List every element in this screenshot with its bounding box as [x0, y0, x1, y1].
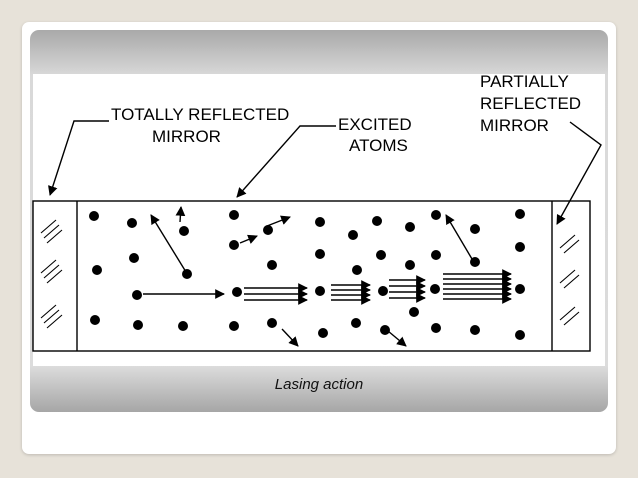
atom: [315, 249, 325, 259]
atom: [92, 265, 102, 275]
atom: [378, 286, 388, 296]
atom: [515, 242, 525, 252]
atom: [229, 321, 239, 331]
atom: [127, 218, 137, 228]
atom: [515, 209, 525, 219]
leader-arrow-partial-mirror: [556, 121, 602, 225]
atom: [409, 307, 419, 317]
atoms: [89, 209, 525, 340]
photon-arrow: [266, 215, 291, 227]
atom: [430, 284, 440, 294]
atom: [133, 320, 143, 330]
leader-lines: [48, 120, 602, 225]
atom: [318, 328, 328, 338]
photon-arrow: [445, 214, 473, 260]
atom: [431, 210, 441, 220]
leader-arrow-total-mirror: [48, 120, 109, 196]
atom: [405, 222, 415, 232]
atom: [431, 323, 441, 333]
left-mirror-hatching: [40, 219, 63, 329]
atom: [179, 226, 189, 236]
photons: [143, 206, 512, 347]
atom: [178, 321, 188, 331]
atom: [182, 269, 192, 279]
label-mirror-right: MIRROR: [480, 116, 549, 135]
atom: [229, 210, 239, 220]
atom: [89, 211, 99, 221]
atom: [263, 225, 273, 235]
atom: [229, 240, 239, 250]
atom: [267, 260, 277, 270]
cavity-outline: [32, 200, 591, 352]
photon-arrow: [239, 234, 258, 244]
atom: [232, 287, 242, 297]
atom: [431, 250, 441, 260]
photon-arrow: [387, 330, 407, 347]
atom: [470, 257, 480, 267]
laser-cavity: [32, 200, 591, 352]
atom: [348, 230, 358, 240]
atom: [90, 315, 100, 325]
label-mirror-left: MIRROR: [152, 127, 221, 146]
atom: [315, 217, 325, 227]
atom: [405, 260, 415, 270]
label-reflected: REFLECTED: [480, 94, 581, 113]
atom: [351, 318, 361, 328]
photon-arrow: [150, 214, 187, 273]
label-totally-reflected: TOTALLY REFLECTED: [111, 105, 289, 124]
leader-arrow-excited-atoms: [236, 125, 336, 198]
label-partially: PARTIALLY: [480, 72, 569, 91]
atom: [376, 250, 386, 260]
atom: [515, 284, 525, 294]
atom: [315, 286, 325, 296]
label-excited: EXCITED: [338, 115, 412, 134]
atom: [352, 265, 362, 275]
atom: [132, 290, 142, 300]
label-atoms: ATOMS: [349, 136, 408, 155]
photon-arrow: [281, 328, 299, 347]
atom: [515, 330, 525, 340]
atom: [129, 253, 139, 263]
photon-arrow: [175, 206, 186, 223]
caption: Lasing action: [274, 376, 364, 393]
atom: [267, 318, 277, 328]
atom: [380, 325, 390, 335]
right-mirror-hatching: [559, 234, 580, 326]
atom: [470, 325, 480, 335]
atom: [470, 224, 480, 234]
atom: [372, 216, 382, 226]
